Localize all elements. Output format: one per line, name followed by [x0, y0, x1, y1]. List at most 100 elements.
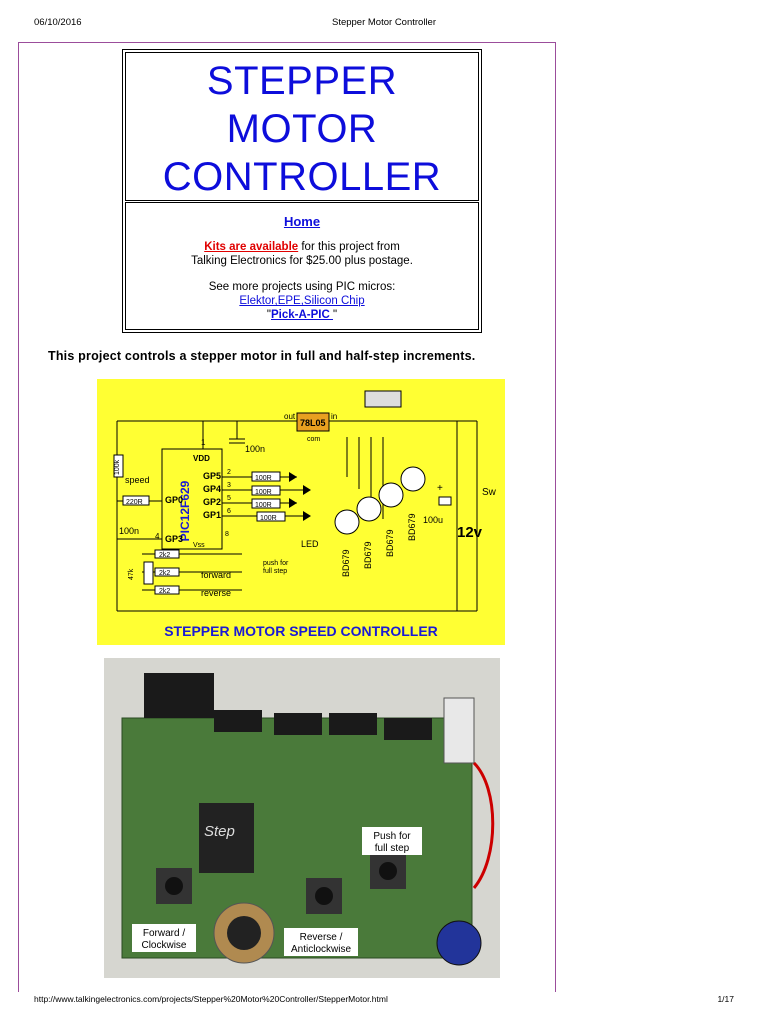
r220-label: 220R	[126, 499, 143, 506]
led-3	[289, 498, 297, 508]
quote-close: "	[333, 309, 338, 321]
print-url: http://www.talkingelectronics.com/projec…	[34, 994, 388, 1004]
print-date: 06/10/2016	[34, 17, 82, 28]
schematic-caption: STEPPER MOTOR SPEED CONTROLLER	[164, 623, 438, 639]
vss-label: Vss	[193, 542, 205, 549]
gp3-label: GP3	[165, 534, 183, 544]
title-line-controller: CONTROLLER	[162, 155, 442, 199]
photo-reverse-label-1: Reverse /	[300, 932, 343, 943]
print-page-number: 1/17	[717, 994, 734, 1004]
resistor-2k2-3	[154, 585, 180, 595]
power-switch	[443, 697, 475, 764]
pin6-label: 6	[227, 508, 231, 515]
kits-text: for this project from	[298, 241, 400, 253]
forward-button-cap	[165, 877, 183, 895]
vdd-label: VDD	[193, 454, 210, 463]
regulator-78l05	[296, 412, 330, 432]
voltage-label: 12v	[457, 524, 483, 541]
transistor-3	[378, 482, 404, 508]
chip-marking: Step	[204, 823, 235, 840]
cap-100n-top-label: 100n	[245, 444, 265, 454]
photo-forward-label-1: Forward /	[143, 928, 185, 939]
title-line-stepper: STEPPER	[206, 59, 398, 103]
gp0-label: GP0	[165, 495, 183, 505]
power-wire-red	[472, 761, 495, 889]
resistor-100r-3	[251, 498, 281, 509]
quote-open: "	[266, 309, 271, 321]
forward-label-box	[132, 924, 196, 952]
frame-border-top	[18, 42, 556, 43]
schematic-diagram: PIC12F629 VDD Vss 1 2 3 5 6 4 8 GP5 GP4 …	[97, 379, 505, 645]
resistor-100r-4	[256, 511, 286, 522]
kits-link[interactable]: Kits are available	[204, 241, 299, 253]
print-footer: http://www.talkingelectronics.com/projec…	[34, 994, 734, 1008]
r2k2-label-1: 2k2	[159, 552, 170, 559]
transistor-1	[334, 509, 360, 535]
pin4-label: 4	[155, 532, 160, 541]
r100-label-2: 100R	[255, 489, 272, 496]
push-label-2: full step	[263, 568, 287, 575]
resistor-2k2-1	[154, 549, 180, 559]
regulator-out-label: out	[284, 412, 296, 421]
transistor-heatsink-2	[274, 713, 322, 735]
cap-plus-label: +	[437, 483, 443, 494]
regulator-com-label: com	[307, 436, 320, 443]
transistor-label-2: BD679	[363, 541, 373, 569]
r47k-label: 47k	[128, 568, 135, 580]
reverse-label-box	[284, 928, 358, 956]
more-projects-text: See more projects using PIC micros:	[208, 281, 396, 293]
photo-push-label-2: full step	[375, 843, 410, 854]
gp4-label: GP4	[203, 484, 221, 494]
pick-a-pic-link[interactable]: Pick-A-PIC	[271, 309, 333, 321]
resistor-100r-1	[251, 471, 281, 482]
circuit-board-photo: Step Push for full step Forward / Clockw…	[104, 658, 500, 978]
transistor-label-4: BD679	[407, 513, 417, 541]
r100-label-4: 100R	[260, 515, 277, 522]
page-title: STEPPER MOTOR CONTROLLER	[126, 57, 478, 201]
pic-chip	[199, 803, 254, 873]
resistor-100r-2	[251, 485, 281, 496]
gp2-label: GP2	[203, 497, 221, 507]
gp5-label: GP5	[203, 471, 221, 481]
push-label-box	[362, 827, 422, 855]
title-line-motor: MOTOR	[226, 107, 378, 151]
led-4	[303, 511, 311, 521]
pin2-label: 2	[227, 469, 231, 476]
photo-reverse-label-2: Anticlockwise	[291, 944, 351, 955]
pin5-label: 5	[227, 495, 231, 502]
motor-connector	[364, 390, 402, 408]
pot-label: 100k	[114, 459, 121, 475]
reverse-label: reverse	[201, 588, 231, 598]
r2k2-label-2: 2k2	[159, 570, 170, 577]
resistor-2k2-2	[154, 567, 180, 577]
pic-chip-body	[161, 448, 223, 550]
transistor-heatsink-4	[384, 718, 432, 740]
schematic-svg: PIC12F629 VDD Vss 1 2 3 5 6 4 8 GP5 GP4 …	[113, 390, 497, 639]
fullstep-button-cap	[379, 862, 397, 880]
transistor-heatsink-1	[214, 710, 262, 732]
led-1	[289, 472, 297, 482]
motor-header	[144, 673, 214, 718]
info-cell: Home Kits are available for this project…	[125, 202, 479, 330]
gp1-label: GP1	[203, 510, 221, 520]
r2k2-label-3: 2k2	[159, 588, 170, 595]
magazine-links[interactable]: Elektor,EPE,Silicon Chip	[239, 295, 365, 307]
kits-price-text: Talking Electronics for $25.00 plus post…	[191, 255, 413, 267]
print-header: 06/10/2016 Stepper Motor Controller	[34, 17, 734, 31]
r100-label-1: 100R	[255, 475, 272, 482]
transistor-label-1: BD679	[341, 549, 351, 577]
transistor-heatsink-3	[329, 713, 377, 735]
frame-border-right	[555, 42, 556, 992]
cap-100u	[438, 496, 452, 506]
pic-chip-label: PIC12F629	[178, 480, 192, 541]
print-title: Stepper Motor Controller	[331, 17, 437, 28]
led-label: LED	[301, 539, 319, 549]
home-link[interactable]: Home	[283, 214, 321, 229]
photo-push-label-1: Push for	[373, 831, 411, 842]
title-cell: STEPPER MOTOR CONTROLLER	[125, 52, 479, 201]
resistor-220r	[122, 495, 150, 506]
frame-border-left	[18, 42, 19, 992]
pot-100k	[113, 454, 124, 478]
electrolytic-cap	[436, 920, 482, 966]
speed-label: speed	[125, 475, 150, 485]
